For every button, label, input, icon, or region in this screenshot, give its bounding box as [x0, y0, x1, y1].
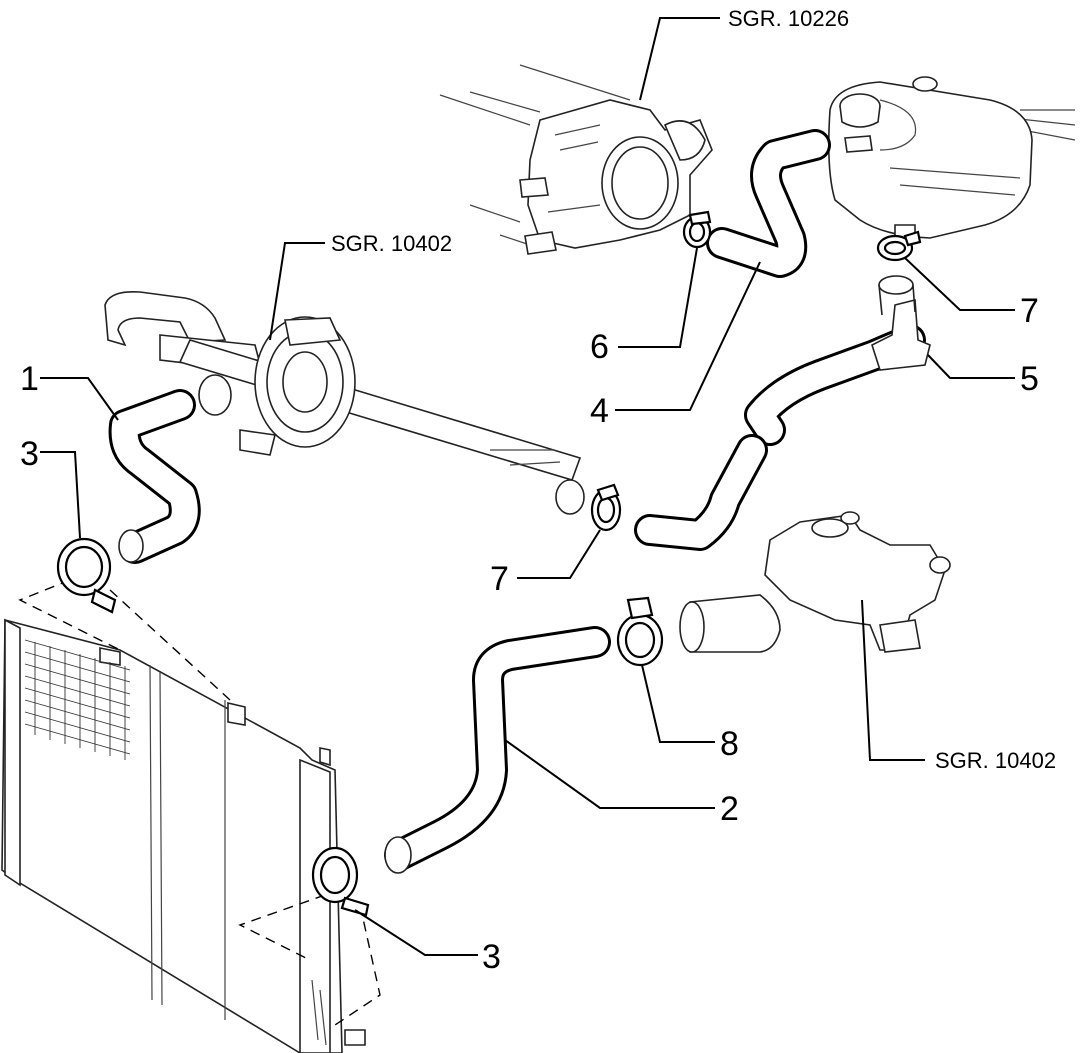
label-part-5: 5	[1020, 360, 1039, 398]
callout-labels: SGR. 10226 SGR. 10402 SGR. 10402 1 3 2 3…	[20, 6, 1056, 976]
label-part-2: 2	[720, 790, 739, 828]
label-part-8: 8	[720, 725, 739, 763]
hose-5	[634, 275, 931, 551]
label-part-7-left: 7	[490, 560, 509, 598]
radiator-assembly	[1, 618, 366, 1053]
assembly-guide-lines	[18, 579, 381, 1026]
clamp-7-right	[876, 230, 922, 262]
label-part-7-right: 7	[1020, 292, 1039, 330]
thermostat-housing-assembly	[679, 511, 951, 653]
label-part-4: 4	[590, 392, 609, 430]
label-part-6: 6	[590, 328, 609, 366]
hose-4	[706, 129, 831, 278]
throttle-body-assembly	[439, 64, 713, 255]
label-sgr-throttle: SGR. 10226	[728, 6, 849, 31]
expansion-tank-assembly	[827, 76, 1076, 241]
hose-1	[108, 389, 201, 564]
label-sgr-pump: SGR. 10402	[331, 231, 452, 256]
leader-lines	[40, 17, 1015, 956]
clamp-7-left	[590, 483, 622, 532]
hose-2	[384, 626, 611, 874]
radiator-core-grid	[24, 639, 131, 760]
water-pump-assembly	[104, 290, 585, 515]
label-sgr-thermostat: SGR. 10402	[935, 748, 1056, 773]
clamp-6	[682, 210, 712, 249]
clamp-8	[616, 596, 664, 667]
clamp-3-upper	[56, 537, 117, 614]
label-part-1: 1	[20, 360, 39, 398]
label-part-3-lower: 3	[482, 938, 501, 976]
label-part-3-upper: 3	[20, 435, 39, 473]
clamp-3-lower	[311, 846, 370, 917]
